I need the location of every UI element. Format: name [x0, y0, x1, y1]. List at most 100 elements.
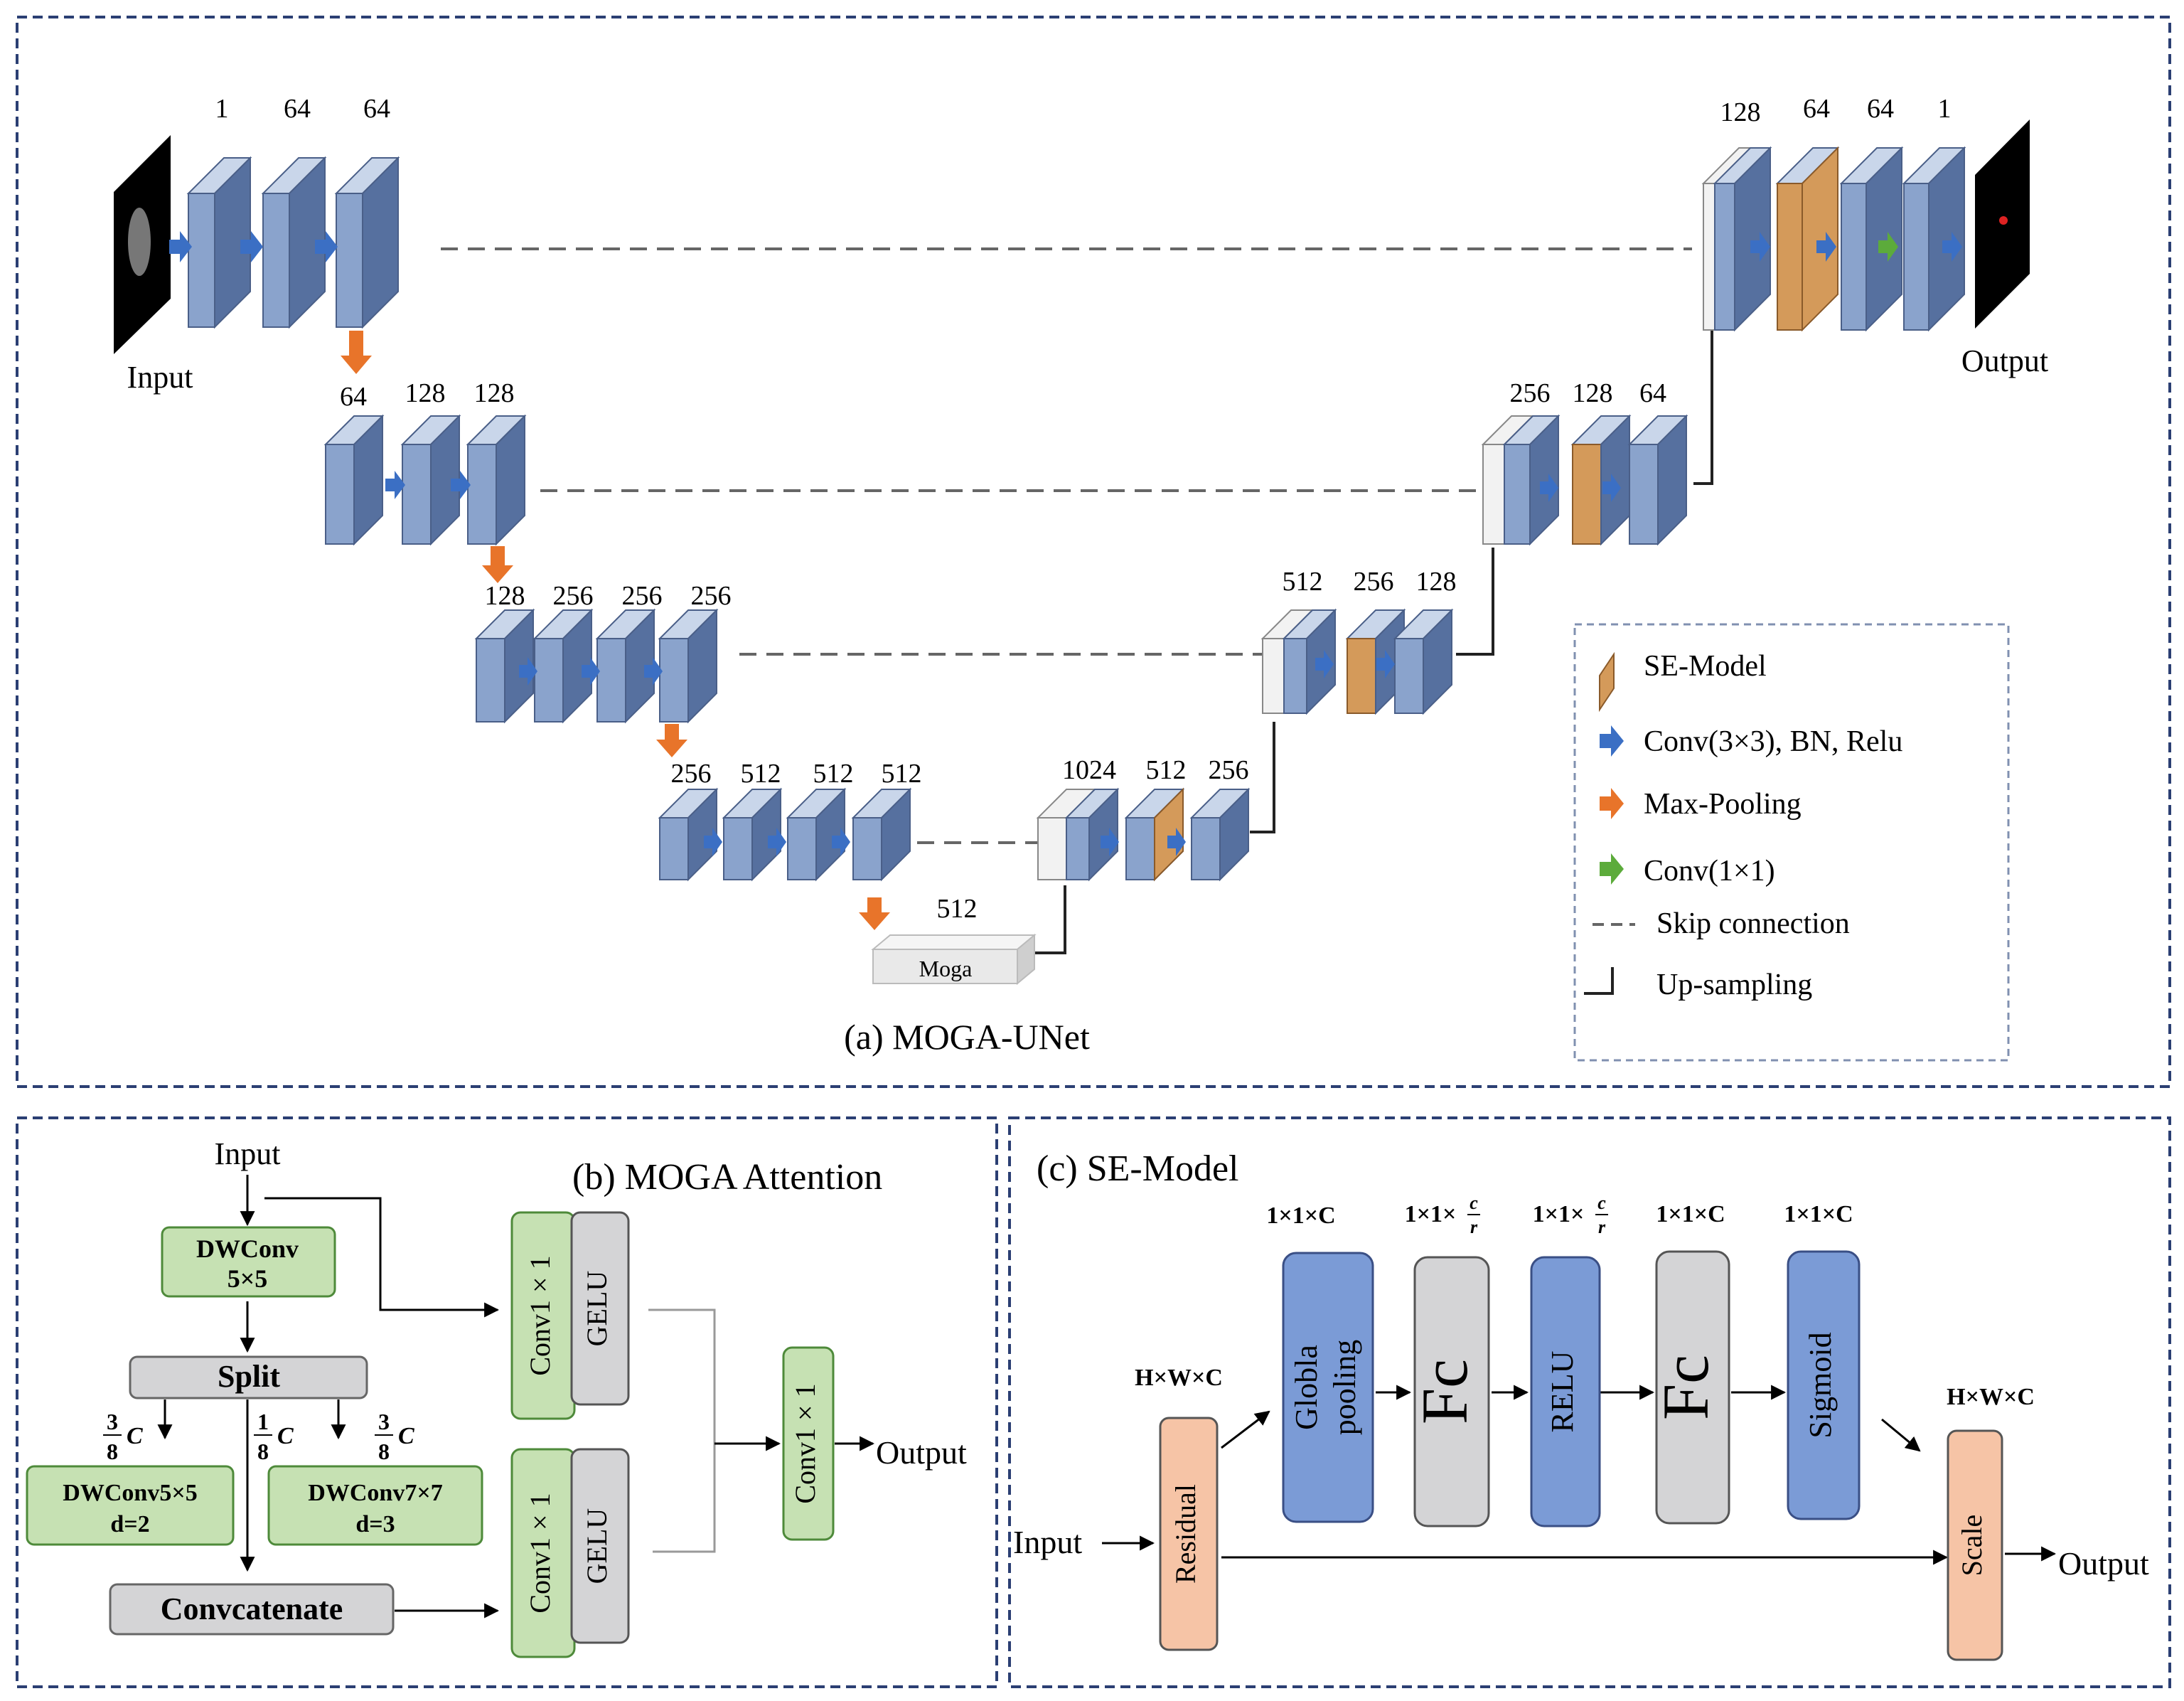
fraction-left: 3 8 C [103, 1409, 143, 1464]
svg-text:c: c [1470, 1193, 1478, 1213]
svg-text:C: C [398, 1423, 414, 1449]
conv3-arrow [832, 828, 850, 856]
channel-label: 256 [1354, 567, 1394, 597]
se-block [1570, 414, 1632, 546]
channel-label: 128 [405, 378, 446, 408]
maxpool-arrow [341, 331, 372, 374]
decoder-level2: 256 128 64 [1481, 378, 1688, 546]
global-pooling-label-2: pooling [1327, 1340, 1362, 1435]
panel-b-title: (b) MOGA Attention [572, 1157, 882, 1198]
upsample-l3-to-l2 [1456, 548, 1494, 656]
conv3-arrow [240, 231, 263, 262]
encoder-level3: 128 256 256 256 [474, 581, 732, 757]
channel-label: 512 [1146, 755, 1187, 785]
channel-label: 128 [474, 378, 515, 408]
channel-label: 256 [1510, 378, 1551, 408]
gelu-upper-label: GELU [581, 1271, 613, 1347]
channel-label: 256 [1209, 755, 1249, 785]
panel-b-connectors [157, 1175, 875, 1619]
feature-block [1627, 414, 1688, 546]
encoder-level4: 256 512 512 512 [658, 759, 922, 930]
concatenate-label: Convcatenate [161, 1591, 343, 1626]
legend-conv1-label: Conv(1×1) [1644, 855, 1775, 887]
fc2-label: Fc [1649, 1355, 1722, 1420]
channel-label: 64 [1803, 94, 1830, 124]
feature-block [466, 414, 527, 546]
moga-bottleneck [871, 933, 1037, 986]
dwconv7-d3-label-2: d=3 [355, 1511, 395, 1537]
sigmoid-dim-label: 1×1×C [1784, 1201, 1853, 1227]
svg-text:1: 1 [257, 1409, 269, 1434]
scale-dim-label: H×W×C [1947, 1384, 2035, 1410]
channel-label: 64 [1867, 94, 1894, 124]
concatenate-box [109, 1583, 395, 1636]
moga-label: Moga [919, 956, 973, 981]
legend-conv3-arrow-icon [1600, 725, 1624, 757]
legend-upsampling-label: Up-sampling [1656, 969, 1812, 1001]
conv3-arrow [1101, 828, 1119, 856]
dwconv5-d2-label-1: DWConv5×5 [63, 1480, 197, 1506]
svg-text:C: C [277, 1423, 294, 1449]
legend-maxpool-label: Max-Pooling [1644, 788, 1802, 821]
dwconv5-label-1: DWConv [196, 1235, 299, 1263]
feature-block [474, 608, 535, 724]
feature-block [851, 787, 912, 882]
legend-conv1-arrow-icon [1600, 853, 1624, 885]
conv1x1-final-label: Conv1 × 1 [789, 1383, 821, 1503]
svg-text:8: 8 [378, 1439, 390, 1464]
legend-maxpool-arrow-icon [1600, 788, 1624, 819]
decoder-level1: 128 64 64 1 [1701, 94, 1966, 332]
channel-label: 128 [1416, 567, 1457, 597]
channel-label: 1 [215, 94, 229, 124]
panel-b-input-label: Input [215, 1136, 281, 1171]
channel-label: 256 [622, 581, 663, 611]
conv3-arrow [169, 231, 192, 262]
feature-block [1713, 146, 1772, 332]
conv3-arrow [451, 471, 471, 499]
conv1x1-final-box [782, 1346, 835, 1541]
sigmoid-label: Sigmoid [1803, 1332, 1838, 1438]
svg-text:3: 3 [107, 1409, 118, 1434]
dwconv5-d2-box [26, 1465, 235, 1546]
conv3-arrow [1167, 828, 1186, 856]
dwconv7-d3-box [267, 1465, 483, 1546]
conv3-arrow [519, 657, 537, 686]
decoder-level3: 512 256 128 [1260, 567, 1457, 715]
fc1-dim-label: 1×1× c r [1405, 1193, 1480, 1237]
decoder-level4: 1024 512 256 [1036, 755, 1251, 882]
conv3-arrow [1816, 232, 1836, 262]
se-block [1124, 787, 1185, 882]
panel-c-frame [1008, 1116, 2171, 1688]
channel-label: 128 [1720, 97, 1761, 127]
panel-b: Input (b) MOGA Attention DWConv 5×5 Spli… [26, 1136, 967, 1658]
global-pooling-box [1282, 1252, 1374, 1523]
split-box [129, 1355, 368, 1399]
channel-label: 1 [1938, 94, 1952, 124]
concat-block [1260, 609, 1315, 714]
channel-label: 512 [813, 759, 854, 789]
fc1-label: Fc [1408, 1359, 1481, 1424]
conv3-arrow [768, 828, 786, 856]
feature-block [1064, 787, 1120, 882]
scale-box [1947, 1429, 2003, 1661]
feature-block [261, 156, 327, 329]
legend-conv3-label: Conv(3×3), BN, Relu [1644, 725, 1902, 758]
feature-block [1839, 146, 1904, 332]
legend-se-swatch [1599, 651, 1615, 713]
panel-b-frame [16, 1116, 998, 1688]
svg-text:r: r [1470, 1217, 1478, 1237]
feature-block [1502, 414, 1561, 546]
svg-text:3: 3 [378, 1409, 390, 1434]
gelu-lower-label: GELU [581, 1508, 613, 1584]
input-label: Input [127, 360, 193, 395]
svg-text:1×1×: 1×1× [1405, 1201, 1457, 1227]
encoder-level2: 64 128 128 [323, 378, 527, 583]
fc2-box [1655, 1250, 1730, 1525]
residual-box [1159, 1417, 1219, 1651]
channel-label: 512 [1283, 567, 1323, 597]
feature-block [532, 608, 594, 724]
svg-text:r: r [1598, 1217, 1606, 1237]
output-image [1975, 119, 2030, 329]
feature-block [722, 787, 783, 882]
conv3-arrow [385, 471, 405, 499]
